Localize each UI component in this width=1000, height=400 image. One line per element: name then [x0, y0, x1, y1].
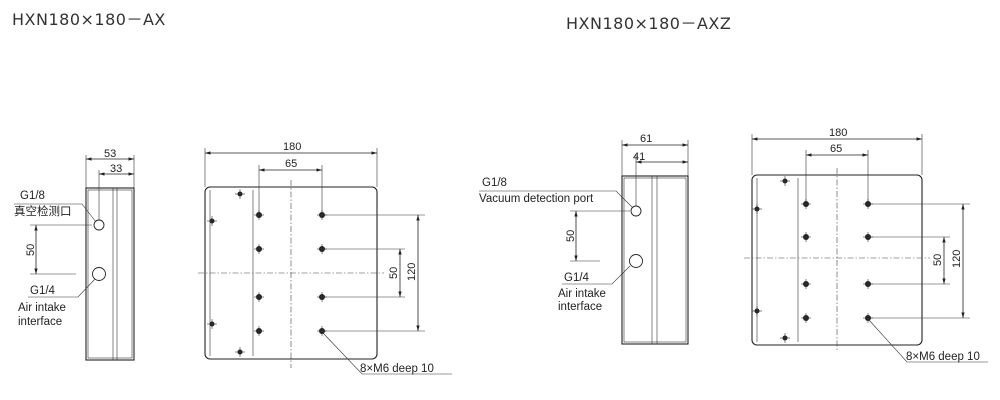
left-dim-total-depth: 53 — [104, 148, 116, 160]
left-vacuum-port — [93, 219, 105, 231]
mounting-hole — [780, 176, 790, 186]
right-mounting-holes — [752, 176, 790, 343]
m6-hole — [801, 199, 811, 209]
m6-hole — [317, 326, 327, 336]
mounting-hole — [752, 306, 762, 316]
mounting-hole — [207, 216, 217, 226]
right-g14-label: G1/4 — [564, 272, 590, 284]
m6-hole — [254, 326, 264, 336]
m6-hole — [254, 292, 264, 302]
m6-hole — [254, 210, 264, 220]
m6-hole — [863, 313, 873, 323]
right-dim-width: 180 — [829, 127, 847, 139]
left-dim-height: 120 — [406, 263, 418, 281]
right-dim-hole-vertical: 50 — [932, 254, 944, 266]
m6-hole — [254, 244, 264, 254]
left-side-view: 53 33 50 G1/8 真空检测口 G1/4 Air intake inte… — [14, 148, 135, 361]
left-m6-callout: 8×M6 deep 10 — [360, 363, 434, 375]
m6-hole — [863, 232, 873, 242]
m6-hole — [317, 292, 327, 302]
left-model-title: HXN180×180－AX — [12, 10, 166, 29]
left-air-intake-label-2: interface — [18, 316, 62, 328]
m6-hole — [317, 210, 327, 220]
mounting-hole — [207, 319, 217, 329]
right-dim-port-spacing: 50 — [565, 230, 577, 242]
right-dim-height: 120 — [951, 250, 963, 268]
m6-hole — [801, 279, 811, 289]
left-mounting-holes — [207, 189, 245, 357]
left-m6-holes — [254, 210, 327, 336]
mounting-hole — [780, 333, 790, 343]
left-dim-hole-pitch: 65 — [285, 158, 297, 170]
left-air-intake-label-1: Air intake — [18, 302, 66, 314]
mounting-hole — [235, 347, 245, 357]
right-dim-port-depth: 41 — [633, 151, 645, 163]
left-air-intake-port — [92, 267, 106, 281]
right-air-intake-label-1: Air intake — [558, 288, 606, 300]
right-model: HXN180×180－AXZ 61 41 50 G1/8 Vacu — [479, 14, 988, 363]
right-side-view: 61 41 50 G1/8 Vacuum detection port G1/4… — [479, 133, 689, 345]
m6-hole — [863, 199, 873, 209]
right-front-view: 180 65 120 50 — [744, 127, 988, 363]
left-dim-hole-vertical: 50 — [388, 267, 400, 279]
right-m6-callout: 8×M6 deep 10 — [906, 351, 980, 363]
right-dim-total-depth: 61 — [640, 133, 652, 145]
right-g18-label: G1/8 — [482, 177, 507, 189]
m6-hole — [801, 313, 811, 323]
left-model: HXN180×180－AX 53 33 50 G1 — [12, 10, 452, 375]
right-vacuum-port — [630, 205, 642, 217]
left-front-view: 180 65 120 50 — [198, 141, 452, 375]
m6-hole — [863, 279, 873, 289]
right-model-title: HXN180×180－AXZ — [566, 14, 731, 33]
left-dim-port-depth: 33 — [110, 163, 122, 175]
left-dim-width: 180 — [283, 141, 301, 153]
left-vacuum-port-label: 真空检测口 — [14, 204, 72, 218]
right-vacuum-port-label: Vacuum detection port — [479, 193, 594, 205]
right-dim-hole-pitch: 65 — [830, 143, 842, 155]
right-m6-holes — [801, 199, 873, 323]
mounting-hole — [752, 204, 762, 214]
m6-hole — [317, 244, 327, 254]
left-g14-label: G1/4 — [30, 285, 56, 297]
m6-hole — [801, 232, 811, 242]
right-air-intake-label-2: interface — [558, 301, 602, 313]
right-air-intake-port — [629, 254, 643, 268]
left-g18-label: G1/8 — [20, 190, 45, 202]
mounting-hole — [235, 189, 245, 199]
left-dim-port-spacing: 50 — [25, 244, 37, 256]
